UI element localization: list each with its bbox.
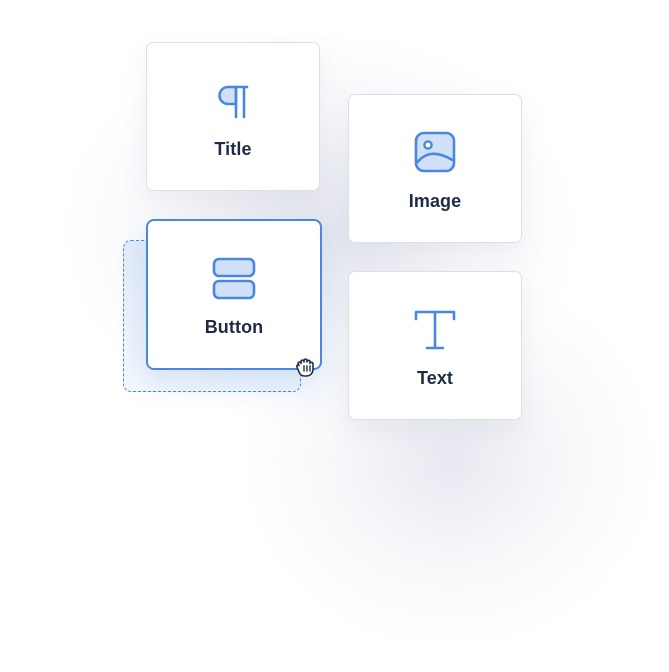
component-label: Title xyxy=(214,139,252,159)
text-t-icon xyxy=(411,306,459,354)
component-card-text[interactable]: Text xyxy=(348,271,522,420)
button-blocks-icon xyxy=(210,255,258,303)
image-icon xyxy=(411,129,459,177)
component-label: Button xyxy=(204,317,264,337)
component-card-button[interactable]: Button xyxy=(146,219,322,370)
paragraph-icon xyxy=(209,77,257,125)
component-label: Text xyxy=(416,368,454,388)
component-card-title[interactable]: Title xyxy=(146,42,320,191)
grab-hand-cursor-icon xyxy=(292,352,320,380)
component-label: Image xyxy=(408,191,462,211)
component-card-image[interactable]: Image xyxy=(348,94,522,243)
